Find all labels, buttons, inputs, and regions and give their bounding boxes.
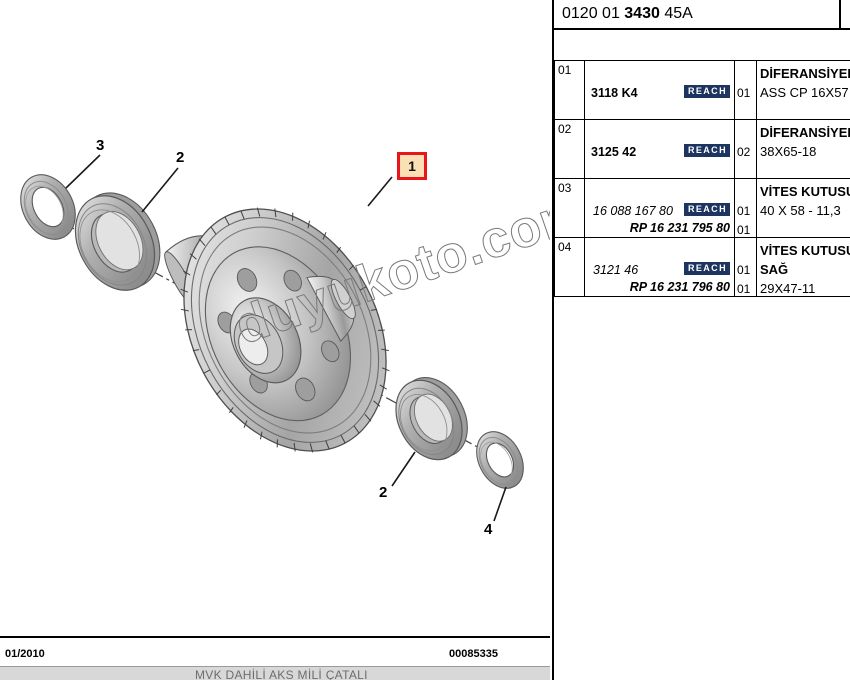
flange-holes bbox=[217, 268, 340, 402]
row-reference-cell: 3121 46 RP 16 231 796 80 REACH bbox=[584, 237, 735, 297]
description-extra: 29X47-11 bbox=[760, 281, 816, 296]
part-2-bearing-lower bbox=[395, 376, 468, 461]
row-quantity-cell: 02 bbox=[734, 119, 757, 179]
gear-tooth-ticks bbox=[180, 207, 390, 453]
leader-1 bbox=[367, 176, 393, 207]
reach-badge: REACH bbox=[683, 85, 730, 98]
callout-1-highlighted[interactable]: 1 bbox=[397, 152, 427, 180]
table-row[interactable]: 04 3121 46 RP 16 231 796 80 REACH 01 01 bbox=[554, 237, 850, 297]
quantity-primary: 01 bbox=[737, 86, 751, 100]
row-index: 01 bbox=[558, 63, 572, 77]
replacement-part-number: RP 16 231 795 80 bbox=[629, 221, 730, 235]
row-index-cell: 03 bbox=[554, 178, 585, 238]
description-detail: ASS CP 16X57 bbox=[760, 85, 849, 100]
row-index: 03 bbox=[558, 181, 572, 195]
callout-4: 4 bbox=[484, 521, 493, 538]
quantity-primary: 02 bbox=[737, 145, 751, 159]
leader-2-lower bbox=[391, 451, 416, 487]
description-detail: 38X65-18 bbox=[760, 144, 817, 159]
description-title: VİTES KUTUSU bbox=[760, 184, 850, 199]
quantity-primary: 01 bbox=[737, 263, 751, 277]
description-title: DİFERANSİYEL bbox=[760, 125, 850, 140]
header-divider bbox=[839, 0, 841, 30]
leader-4 bbox=[493, 486, 507, 522]
footer-date: 01/2010 bbox=[5, 648, 45, 660]
illustration-pane: duyukoto.com 3 2 1 2 4 01/2010 00085335 … bbox=[0, 137, 550, 680]
table-row[interactable]: 03 16 088 167 80 RP 16 231 795 80 REACH … bbox=[554, 178, 850, 238]
leader-3 bbox=[65, 154, 101, 189]
row-reference-cell: 3118 K4 REACH bbox=[584, 60, 735, 120]
part-2-bearing-upper bbox=[74, 192, 161, 291]
ref-prefix: 0120 01 bbox=[562, 5, 625, 22]
part-number: 3121 46 bbox=[593, 263, 639, 277]
leader-2-upper bbox=[141, 167, 179, 213]
table-row[interactable]: 01 3118 K4 REACH 01 bbox=[554, 60, 850, 120]
row-index-cell: 01 bbox=[554, 60, 585, 120]
quantity-primary: 01 bbox=[737, 204, 751, 218]
row-index: 02 bbox=[558, 122, 572, 136]
parts-table-pane: 0120 01 3430 45A 01 3118 K4 REACH bbox=[552, 0, 850, 680]
part-1-differential-crown-wheel bbox=[180, 207, 390, 453]
description-title: DİFERANSİYEL bbox=[760, 66, 850, 81]
part-number: 16 088 167 80 bbox=[593, 204, 673, 218]
callout-2-upper: 2 bbox=[176, 149, 185, 166]
quantity-secondary: 01 bbox=[737, 223, 751, 237]
reach-badge: REACH bbox=[683, 144, 730, 157]
row-description-cell: DİFERANSİYEL 38X65-18 bbox=[756, 119, 850, 179]
row-index: 04 bbox=[558, 240, 572, 254]
bottom-caption-strip: MVK DAHİLİ AKS MİLİ ÇATALI bbox=[0, 666, 550, 680]
catalog-reference: 0120 01 3430 45A bbox=[562, 5, 693, 23]
description-title: VİTES KUTUSU bbox=[760, 243, 850, 258]
part-number: 3125 42 bbox=[591, 145, 637, 159]
row-reference-cell: 3125 42 REACH bbox=[584, 119, 735, 179]
row-index-cell: 02 bbox=[554, 119, 585, 179]
description-detail: 40 X 58 - 11,3 bbox=[760, 203, 841, 218]
callout-leader-lines bbox=[65, 154, 507, 522]
differential-assembly-drawing bbox=[20, 154, 524, 522]
description-detail: SAĞ bbox=[760, 262, 789, 277]
bottom-caption-label: MVK DAHİLİ AKS MİLİ ÇATALI bbox=[195, 668, 368, 680]
row-quantity-cell: 01 01 bbox=[734, 178, 757, 238]
part-3-seal-ring bbox=[20, 174, 76, 240]
row-index-cell: 04 bbox=[554, 237, 585, 297]
row-description-cell: VİTES KUTUSU 40 X 58 - 11,3 bbox=[756, 178, 850, 238]
row-description-cell: VİTES KUTUSU SAĞ 29X47-11 bbox=[756, 237, 850, 297]
footer-document-code: 00085335 bbox=[449, 648, 498, 660]
footer-divider bbox=[0, 636, 550, 638]
parts-table: 01 3118 K4 REACH 01 bbox=[554, 60, 850, 297]
reach-badge: REACH bbox=[683, 203, 730, 216]
callout-3: 3 bbox=[96, 137, 105, 154]
row-quantity-cell: 01 01 bbox=[734, 237, 757, 297]
replacement-part-number: RP 16 231 796 80 bbox=[629, 280, 730, 294]
header-band: 0120 01 3430 45A bbox=[554, 0, 850, 30]
ref-suffix: 45A bbox=[659, 5, 693, 22]
part-number: 3118 K4 bbox=[591, 86, 638, 100]
reach-badge: REACH bbox=[683, 262, 730, 275]
row-description-cell: DİFERANSİYEL ASS CP 16X57 bbox=[756, 60, 850, 120]
row-quantity-cell: 01 bbox=[734, 60, 757, 120]
part-4-seal-ring bbox=[476, 431, 524, 489]
ref-bold: 3430 bbox=[624, 5, 660, 22]
row-reference-cell: 16 088 167 80 RP 16 231 795 80 REACH bbox=[584, 178, 735, 238]
callout-2-lower: 2 bbox=[379, 484, 388, 501]
table-row[interactable]: 02 3125 42 REACH 02 bbox=[554, 119, 850, 179]
quantity-secondary: 01 bbox=[737, 282, 751, 296]
